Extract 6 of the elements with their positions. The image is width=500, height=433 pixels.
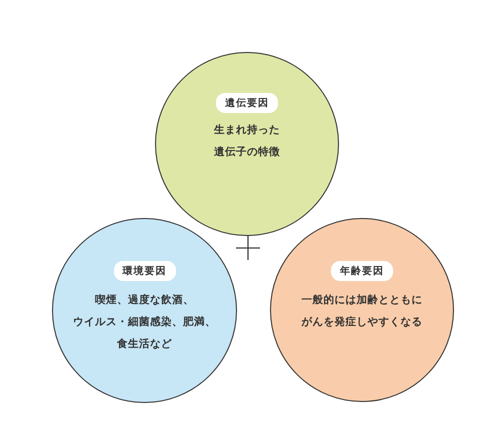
description-text: 喫煙、過度な飲酒、ウイルス・細菌感染、肥満、食生活など (73, 292, 216, 352)
heading-label: 年齢要因 (331, 261, 393, 281)
heading-label: 環境要因 (114, 261, 176, 281)
description-text: 生まれ持った遺伝子の特徴 (214, 123, 280, 160)
heading-label: 遺伝要因 (216, 93, 278, 113)
description-text: 一般的には加齢とともにがんを発症しやすくなる (302, 293, 422, 330)
